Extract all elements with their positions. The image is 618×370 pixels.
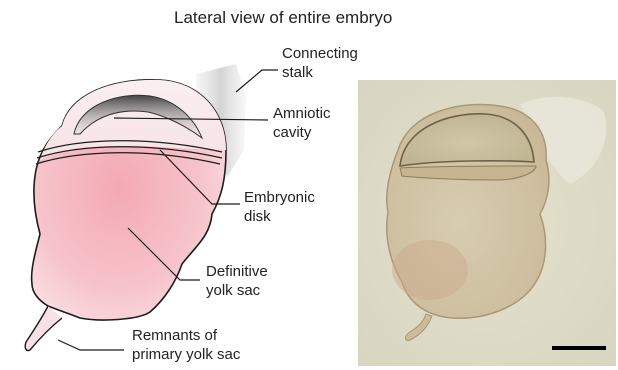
- label-remnants-primary-yolk-sac: Remnants of primary yolk sac: [132, 326, 240, 364]
- label-amniotic-cavity: Amniotic cavity: [273, 104, 331, 142]
- photo-embryonic-disk: [400, 166, 536, 180]
- label-connecting-stalk: Connecting stalk: [282, 44, 358, 82]
- embryo-schematic: [25, 64, 278, 351]
- label-embryonic-disk: Embryonic disk: [244, 188, 315, 226]
- leader-remnants: [58, 340, 124, 350]
- primary-yolk-sac-remnant: [25, 306, 62, 351]
- label-definitive-yolk-sac: Definitive yolk sac: [206, 262, 268, 300]
- scale-bar: [552, 346, 606, 350]
- photo-yolk-sac-tint: [392, 240, 468, 300]
- embryo-photograph: [358, 80, 616, 366]
